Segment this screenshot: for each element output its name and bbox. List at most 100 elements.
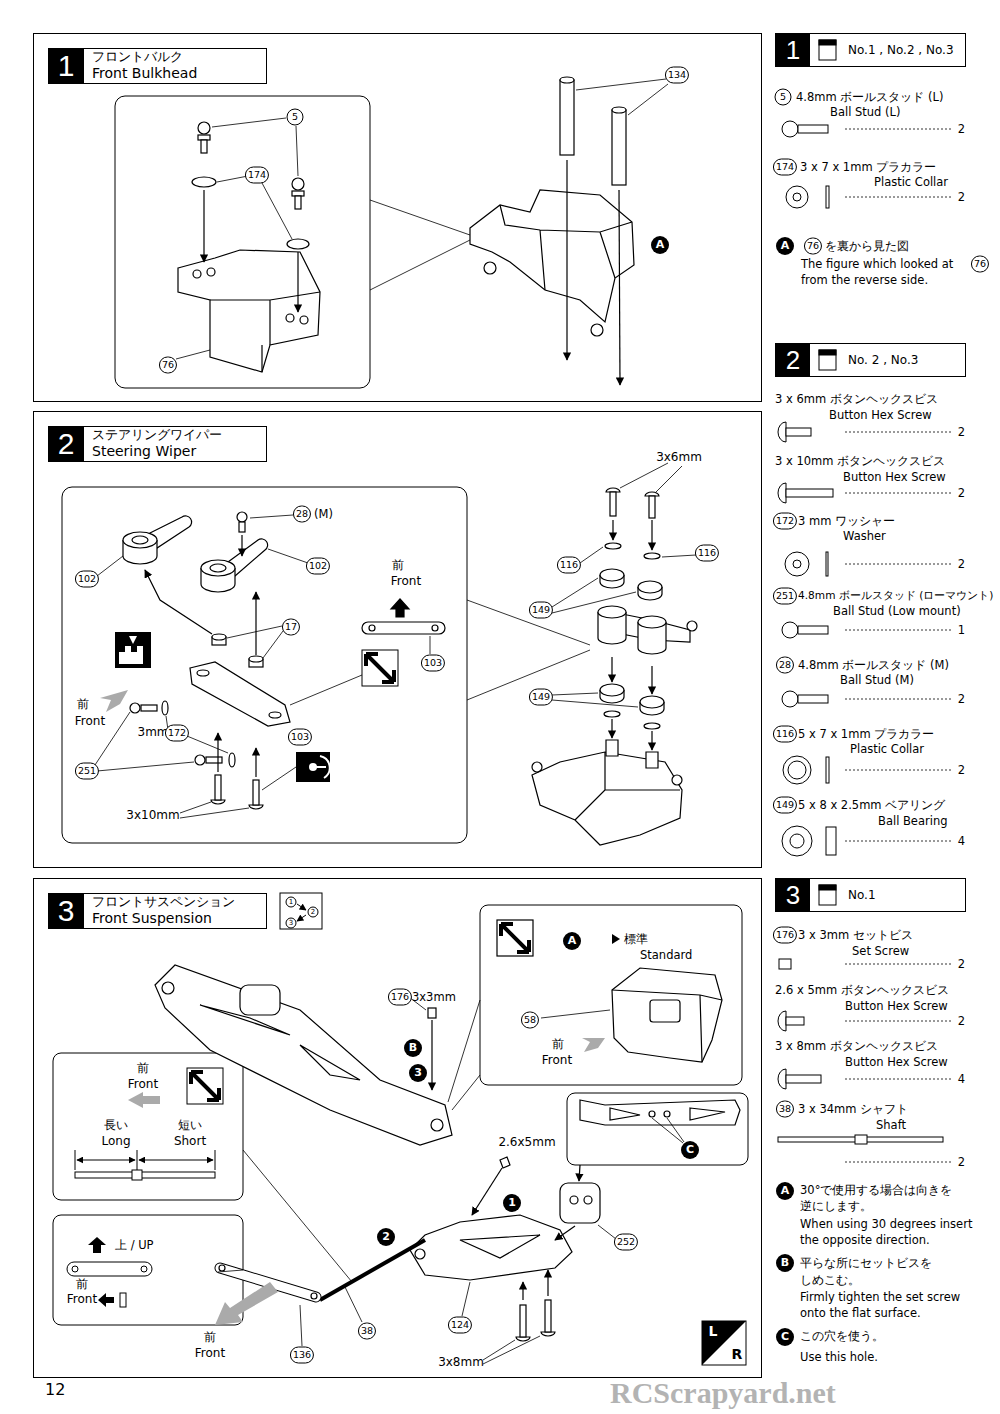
callout-number: 102 [306, 558, 330, 575]
shaft-detail-part [191, 1072, 219, 1100]
quantity-leader-part [845, 699, 951, 700]
steering-detail-part [255, 748, 256, 777]
inset-frame-part [53, 1215, 243, 1325]
suspension-arms-part [570, 1196, 578, 1204]
steering-assembly-part [649, 496, 655, 518]
part-icon-part [798, 125, 828, 133]
suspension-arms-part [460, 1235, 540, 1258]
suspension-arms-part [218, 1270, 243, 1272]
page-number: 12 [45, 1381, 65, 1399]
figure-text: Front [195, 1347, 225, 1360]
shaft-detail-part [98, 1293, 114, 1307]
callout-number: 251 [773, 588, 797, 605]
figure-text: 前 [137, 1062, 149, 1075]
figure-text: 前 [392, 559, 404, 572]
shaft-detail-part [128, 1092, 160, 1108]
parts-header: 3No.1 [775, 878, 966, 912]
part-text: 5 x 7 x 1mm プラカラー [798, 728, 934, 741]
part-icon-part [782, 691, 798, 707]
callout-number: 134 [665, 67, 689, 84]
figure-text: 前 [76, 1278, 88, 1291]
icon-box-part [115, 632, 151, 668]
bulkhead-detail-part [370, 200, 470, 235]
steering-assembly-part [645, 492, 659, 496]
steering-assembly-part [580, 547, 603, 563]
step-title: フロントサスペンション Front Suspension [84, 893, 267, 929]
part-text: from the reverse side. [801, 274, 928, 287]
callout-number: 176 [773, 927, 797, 944]
bulkhead-detail-part [176, 118, 470, 359]
inset-frame-part [567, 1093, 748, 1165]
steering-detail-part [210, 564, 226, 572]
bulkhead-main-part [500, 205, 632, 290]
part-icon-part [788, 761, 806, 779]
shaft-detail-part [137, 1150, 138, 1170]
part-icon-part [779, 959, 791, 969]
part-icon-part [826, 552, 828, 576]
suspension-arms-part [415, 1249, 425, 1259]
suspension-arms-part [483, 1340, 515, 1360]
manual-icon-part [819, 40, 836, 60]
steering-assembly-part [552, 693, 598, 695]
part-text: 4.8mm ボールスタッド (L) [796, 91, 943, 104]
manual-icon-part [819, 350, 836, 370]
part-icon-part [778, 1011, 786, 1031]
part-icon-part [782, 121, 798, 137]
steering-detail-part [212, 634, 226, 640]
suspension-arms-part [547, 1270, 548, 1296]
suspension-arms-part [560, 1183, 600, 1223]
part-text: 3 x 3mm セットビス [798, 929, 913, 942]
steering-assembly-part [672, 775, 682, 785]
step-number: 1 [48, 48, 84, 84]
bulkhead-main-part [576, 79, 666, 90]
suspension-arms-part [162, 982, 174, 994]
standard-block-detail-part [580, 1100, 740, 1125]
left-right-mark [702, 1321, 746, 1365]
shaft-detail-part [77, 1160, 135, 1161]
title-line: Steering Wiper [92, 443, 258, 459]
callout-number: 136 [290, 1347, 314, 1364]
part-icon-part [855, 1135, 867, 1144]
part-icon-part [786, 428, 811, 436]
part-icon-part [778, 483, 786, 503]
suspension-arms-part [579, 1165, 580, 1181]
part-text: Use this hole. [800, 1351, 878, 1364]
standard-block-detail-part [612, 990, 722, 1062]
steering-assembly-part [604, 711, 620, 717]
callout-number: 102 [75, 571, 99, 588]
callout-number: 124 [448, 1317, 472, 1334]
quantity: 2 [958, 558, 965, 571]
figure-text: Front [542, 1054, 572, 1067]
bulkhead-detail-part [198, 135, 210, 140]
steering-detail-part [432, 625, 438, 631]
callout-number: 149 [529, 602, 553, 619]
callout-number: 5 [287, 109, 304, 126]
icon-box-part [362, 650, 398, 686]
figure-text: Front [391, 575, 421, 588]
part-text: the opposite direction. [800, 1234, 930, 1247]
bulkhead-main-part [470, 190, 634, 322]
steering-detail-part [95, 515, 590, 818]
part-icon-part [778, 422, 786, 442]
part-text: 逆にします。 [800, 1200, 872, 1213]
steering-assembly-part [662, 555, 696, 557]
inset-frame-part [53, 1053, 243, 1200]
title-line: ステアリングワイパー [92, 428, 258, 443]
part-icon-part [785, 552, 809, 576]
standard-block-detail-part [650, 1000, 680, 1022]
part-icon-part [826, 757, 829, 783]
callout-number: 251 [75, 763, 99, 780]
suspension-arms-part [520, 1305, 526, 1337]
steering-assembly-part [600, 569, 624, 581]
step-number: 1 [776, 34, 810, 66]
steering-assembly-part [620, 463, 668, 488]
suspension-arms-part [428, 1008, 436, 1018]
callout-number: 76 [971, 256, 989, 273]
part-text: Washer [843, 530, 886, 543]
steering-detail-part [195, 755, 205, 765]
bulkhead-detail-part [292, 191, 304, 196]
part-text: を裏から見た図 [825, 240, 909, 253]
suspension-arms-part [483, 1336, 540, 1364]
quantity: 2 [958, 1015, 965, 1028]
suspension-arms-part [300, 1305, 302, 1346]
